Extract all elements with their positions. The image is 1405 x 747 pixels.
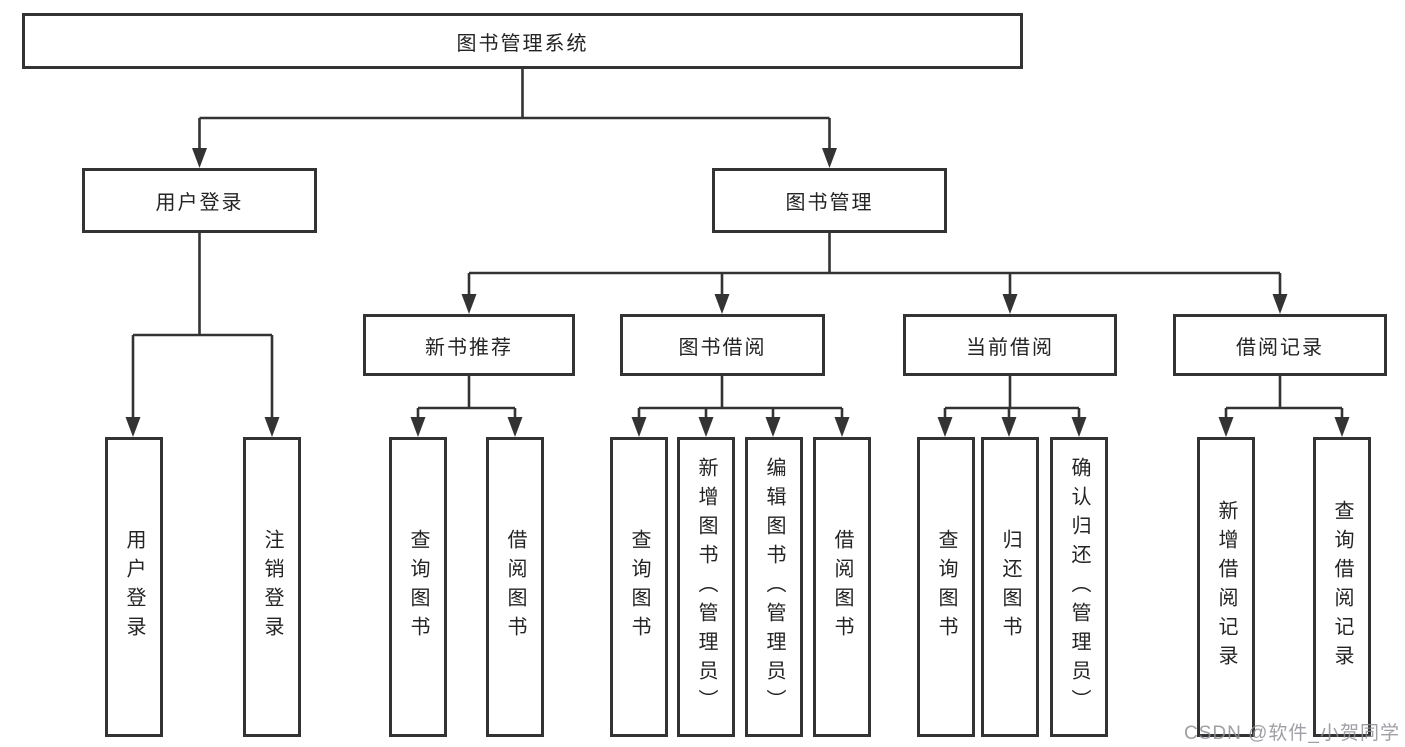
arrowhead-icon [698,417,714,437]
leaf-query-book-3: 查询图书 [917,437,975,737]
leaf-confirm-return-admin: 确认归还（管理员） [1050,437,1108,737]
arrowhead-icon [937,417,953,437]
connector-root-to-level2 [198,69,831,150]
arrowhead-icon [125,417,141,437]
node-library-management-system: 图书管理系统 [22,13,1023,69]
connector-book-management-children [467,233,1282,296]
arrowhead-icon [192,148,207,168]
arrowhead-icon [1272,294,1288,314]
arrowhead-icon [1001,417,1017,437]
arrowhead-icon [1002,294,1018,314]
arrowhead-icon [822,148,837,168]
leaf-logout: 注销登录 [243,437,301,737]
leaf-query-borrow-record: 查询借阅记录 [1313,437,1371,737]
arrowhead-icon [410,417,426,437]
arrowhead-icon [507,417,523,437]
connector-new-book-recommend-children [416,376,517,419]
arrowhead-icon [631,417,647,437]
leaf-query-book: 查询图书 [389,437,447,737]
leaf-add-borrow-record: 新增借阅记录 [1197,437,1255,737]
leaf-edit-book-admin: 编辑图书（管理员） [745,437,803,737]
arrowhead-icon [714,294,730,314]
connector-book-borrow-children [637,376,844,419]
arrowhead-icon [264,417,280,437]
node-new-book-recommend: 新书推荐 [363,314,575,376]
leaf-borrow-book: 借阅图书 [486,437,544,737]
connector-user-login-children [131,233,274,419]
leaf-query-book-2: 查询图书 [610,437,668,737]
node-user-login: 用户登录 [82,168,317,233]
node-current-borrow: 当前借阅 [903,314,1117,376]
connector-borrow-records-children [1224,376,1344,419]
leaf-borrow-book-2: 借阅图书 [813,437,871,737]
arrowhead-icon [1071,417,1087,437]
arrowhead-icon [834,417,850,437]
arrowhead-icon [461,294,477,314]
arrowhead-icon [765,417,781,437]
leaf-user-login: 用户登录 [105,437,163,737]
node-book-borrow: 图书借阅 [620,314,825,376]
node-borrow-records: 借阅记录 [1173,314,1387,376]
arrowhead-icon [1334,417,1350,437]
leaf-return-book: 归还图书 [981,437,1039,737]
arrowhead-icon [1218,417,1234,437]
connector-current-borrow-children [943,376,1081,419]
leaf-add-book-admin: 新增图书（管理员） [677,437,735,737]
csdn-watermark: CSDN @软件_小贺同学 [1184,723,1400,744]
node-book-management: 图书管理 [712,168,947,233]
